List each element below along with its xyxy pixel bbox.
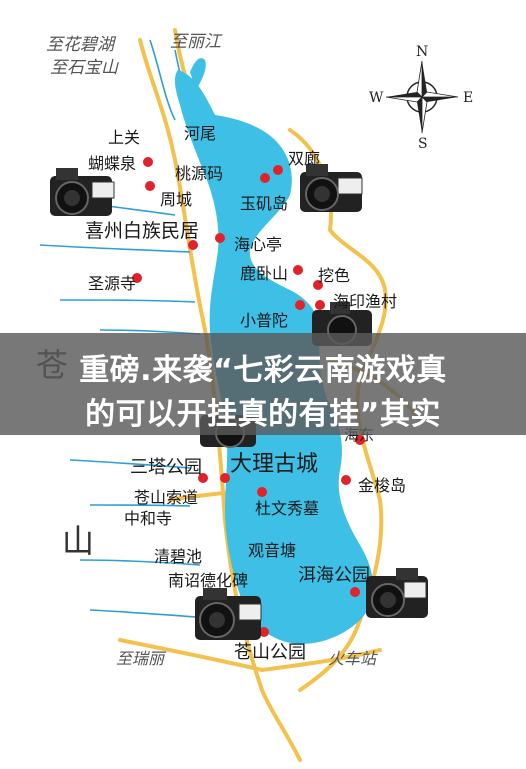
place-label: 南诏德化碑: [168, 571, 249, 590]
place-label: 圣源寺: [88, 274, 137, 293]
place-label: 至花碧湖: [46, 35, 114, 55]
place-label: 喜州白族民居: [85, 220, 200, 242]
place-label: 苍山公园: [234, 642, 306, 663]
place-label: 观音塘: [248, 541, 297, 560]
camera-icon: [366, 568, 428, 618]
place-label: 小普陀: [240, 311, 289, 330]
place-label: 洱海公园: [298, 565, 370, 586]
place-label: 桃源码: [175, 164, 224, 183]
place-label: 蝴蝶泉: [88, 154, 137, 173]
place-label: 上关: [108, 128, 141, 147]
place-label: 苍山索道: [134, 488, 199, 507]
south-east-road: [260, 648, 382, 672]
place-label: 至石宝山: [50, 58, 118, 78]
location-markers: [132, 157, 365, 637]
place-label: 中和寺: [124, 509, 173, 528]
lake-north-tip: [190, 58, 206, 90]
place-label: 挖色: [318, 266, 351, 285]
place-label: 周城: [160, 190, 193, 209]
camera-icon: [300, 164, 363, 212]
place-label: 杜文秀墓: [255, 499, 320, 518]
camera-icon: [50, 168, 115, 216]
place-label: 三塔公园: [130, 457, 202, 478]
place-label: 至瑞丽: [116, 649, 165, 668]
camera-icon: [195, 588, 262, 640]
place-label: 火车站: [328, 649, 377, 668]
place-label: 玉矶岛: [240, 194, 289, 213]
place-label: 鹿卧山: [240, 264, 289, 283]
place-label: 大理古城: [230, 452, 319, 477]
place-label: 海心亭: [234, 235, 283, 254]
compass-west-label: W: [369, 90, 384, 106]
mountain-label: 山: [62, 522, 95, 560]
south-west-road: [118, 638, 264, 672]
place-label: 双廊: [288, 149, 321, 168]
place-label: 至丽江: [170, 32, 221, 52]
place-label: 河尾: [184, 124, 217, 143]
title-banner: 重磅.来袭“七彩云南游戏真 的可以开挂真的有挂”其实: [0, 333, 526, 435]
compass-south-label: S: [418, 136, 428, 152]
place-label: 清碧池: [154, 547, 203, 566]
place-label: 海印渔村: [333, 292, 398, 311]
banner-line-1: 重磅.来袭“七彩云南游戏真: [79, 353, 447, 388]
place-label: 金梭岛: [358, 476, 407, 495]
compass-rose-icon: [385, 60, 459, 134]
banner-line-2: 的可以开挂真的有挂”其实: [85, 397, 441, 432]
compass-east-label: E: [463, 90, 474, 106]
compass-north-label: N: [416, 44, 429, 60]
